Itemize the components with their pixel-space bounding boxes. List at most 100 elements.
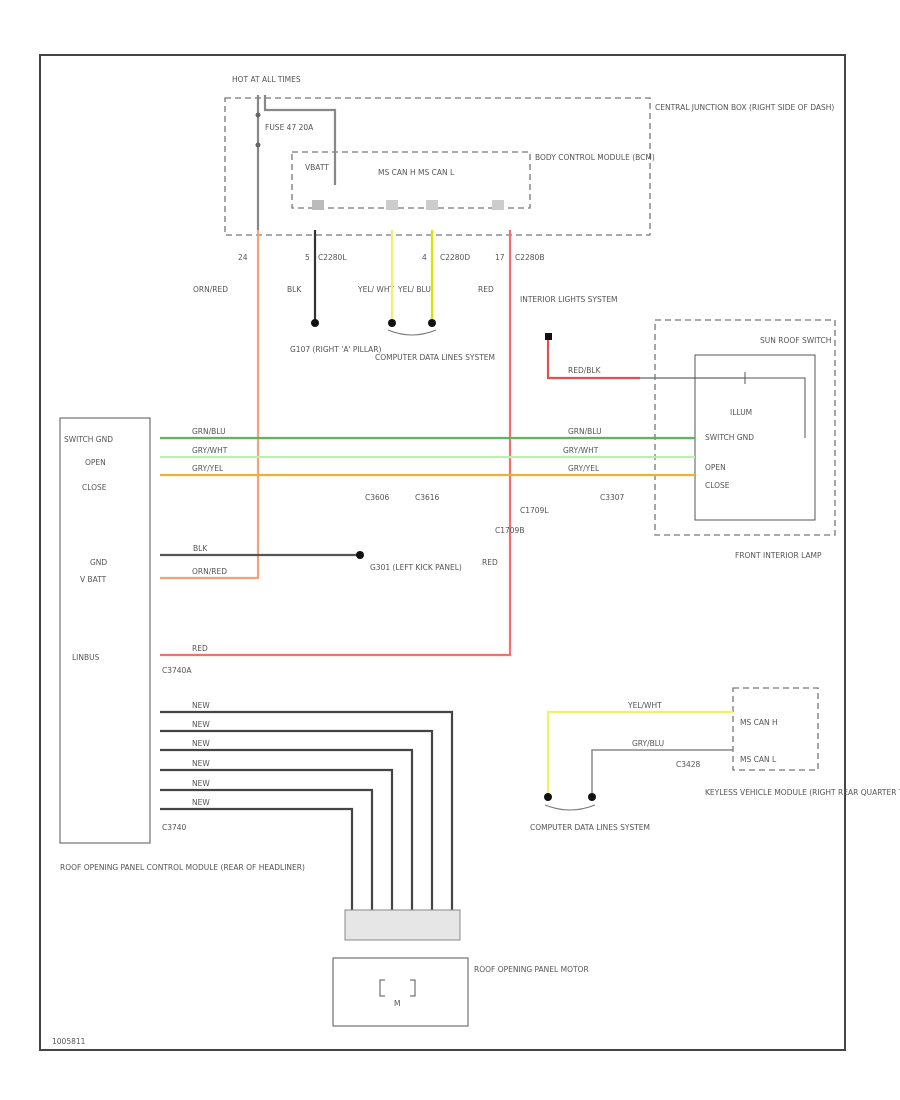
fuse-dot bbox=[255, 112, 261, 118]
wire-gry-yel-label-right: GRY/YEL bbox=[568, 464, 600, 473]
wire-gry-yel-label: GRY/YEL bbox=[192, 464, 224, 473]
c2280b-label: C2280B bbox=[515, 253, 544, 262]
c3606-label: C3606 bbox=[365, 493, 390, 502]
motor-wire-2 bbox=[160, 729, 434, 910]
keyless-can-l-dot bbox=[588, 793, 596, 801]
g301-label: G301 (LEFT KICK PANEL) bbox=[370, 563, 462, 572]
wire-yel-wht-lower-label: YEL/WHT bbox=[627, 701, 662, 710]
motor-wire-label-1: NEW bbox=[192, 701, 210, 710]
motor-wire-label-2: NEW bbox=[192, 720, 210, 729]
roof-motor-box bbox=[332, 957, 469, 1027]
pin-5-label: 5 bbox=[305, 253, 310, 262]
linbus-label: LINBUS bbox=[72, 653, 100, 662]
wire-yel-blu-upper: YEL/ BLU bbox=[397, 285, 431, 294]
pin-17-label: 17 bbox=[495, 253, 505, 262]
bcm-pin-lin bbox=[492, 200, 504, 210]
wire-org-red-mid-label: ORN/RED bbox=[192, 567, 227, 576]
motor-symbol bbox=[379, 979, 416, 997]
wire-red-blk-label: RED/BLK bbox=[568, 366, 602, 375]
c1709l-label: C1709L bbox=[520, 506, 549, 515]
motor-wire-4 bbox=[160, 768, 394, 910]
keyless-module-box bbox=[732, 687, 819, 771]
pin-24-label: 24 bbox=[238, 253, 248, 262]
wire-grn-blu-label: GRN/BLU bbox=[192, 427, 226, 436]
red-linbus-wire bbox=[160, 230, 512, 657]
illum-label: ILLUM bbox=[730, 408, 752, 417]
bcm-pin-blk bbox=[312, 200, 324, 210]
motor-connector bbox=[344, 909, 461, 941]
keyless-can-h-dot bbox=[544, 793, 552, 801]
c3740-label: C3740 bbox=[162, 823, 187, 832]
central-junction-box-label: CENTRAL JUNCTION BOX (RIGHT SIDE OF DASH… bbox=[655, 103, 834, 112]
bcm-label: BODY CONTROL MODULE (BCM) bbox=[535, 153, 655, 162]
keyless-ms-can-h-label: MS CAN H bbox=[740, 718, 778, 727]
wire-gry-wht-label-right: GRY/WHT bbox=[563, 446, 599, 455]
wire-red-upper: RED bbox=[478, 285, 494, 294]
motor-wire-1 bbox=[160, 710, 454, 910]
gry-blu-lower-wire bbox=[591, 749, 733, 795]
can-l-dot bbox=[428, 319, 436, 327]
pin-4-label: 4 bbox=[422, 253, 427, 262]
motor-wire-label-4: NEW bbox=[192, 759, 210, 768]
v-batt-label: V BATT bbox=[80, 575, 107, 584]
switch-gnd-right-label: SWITCH GND bbox=[705, 433, 754, 442]
hot-at-all-times-label: HOT AT ALL TIMES bbox=[232, 75, 301, 84]
bcm-box bbox=[291, 151, 531, 209]
computer-data-brace-2 bbox=[544, 804, 596, 811]
ms-can-h-label: MS CAN H bbox=[378, 168, 416, 177]
fuse-dot-2 bbox=[255, 142, 261, 148]
wire-yel-wht-upper: YEL/ WHT bbox=[357, 285, 394, 294]
motor-wire-label-6: NEW bbox=[192, 798, 210, 807]
c3740a-label: C3740A bbox=[162, 666, 192, 675]
motor-wire-label-5: NEW bbox=[192, 779, 210, 788]
c3428-label: C3428 bbox=[676, 760, 701, 769]
wire-red-mid-label: RED bbox=[482, 558, 498, 567]
bcm-pin-can-h bbox=[386, 200, 398, 210]
g107-ground-dot bbox=[311, 319, 319, 327]
motor-wire-label-3: NEW bbox=[192, 739, 210, 748]
c2280d-label: C2280D bbox=[440, 253, 470, 262]
ms-can-l-label: MS CAN L bbox=[418, 168, 455, 177]
c3307-label: C3307 bbox=[600, 493, 625, 502]
fuse-label: FUSE 47 20A bbox=[265, 123, 314, 132]
diagram-frame bbox=[39, 54, 846, 1051]
wire-grn-blu-label-right: GRN/BLU bbox=[568, 427, 602, 436]
switch-gnd-left-label: SWITCH GND bbox=[64, 435, 113, 444]
illum-loop bbox=[744, 372, 806, 438]
close-left-label: CLOSE bbox=[82, 483, 107, 492]
motor-wire-5 bbox=[160, 788, 374, 910]
sunroof-switch-label: SUN ROOF SWITCH bbox=[760, 336, 831, 345]
computer-data-lines-2-label: COMPUTER DATA LINES SYSTEM bbox=[530, 823, 650, 832]
wire-org-red-upper: ORN/RED bbox=[193, 285, 228, 294]
open-left-label: OPEN bbox=[85, 458, 106, 467]
motor-m-label: M bbox=[394, 999, 400, 1008]
roof-motor-label: ROOF OPENING PANEL MOTOR bbox=[474, 965, 589, 974]
computer-data-brace bbox=[387, 329, 437, 336]
bcm-pin-can-l bbox=[426, 200, 438, 210]
computer-data-lines-1-label: COMPUTER DATA LINES SYSTEM bbox=[375, 353, 495, 362]
interior-lights-connector bbox=[545, 333, 552, 340]
roof-module-label: ROOF OPENING PANEL CONTROL MODULE (REAR … bbox=[60, 863, 305, 872]
wire-gry-blu-lower-label: GRY/BLU bbox=[632, 739, 664, 748]
wire-blk-mid-label: BLK bbox=[193, 544, 208, 553]
close-right-label: CLOSE bbox=[705, 481, 730, 490]
interior-lights-label: INTERIOR LIGHTS SYSTEM bbox=[520, 295, 618, 304]
yel-wht-lower-wire bbox=[546, 710, 733, 795]
g107-label: G107 (RIGHT 'A' PILLAR) bbox=[290, 345, 382, 354]
front-interior-lamp-box bbox=[654, 319, 836, 536]
wire-red-lin-label: RED bbox=[192, 644, 208, 653]
open-right-label: OPEN bbox=[705, 463, 726, 472]
red-blk-wire bbox=[546, 340, 640, 380]
keyless-module-label: KEYLESS VEHICLE MODULE (RIGHT REAR QUART… bbox=[705, 788, 900, 797]
org-red-vbatt-wire bbox=[160, 230, 260, 580]
keyless-ms-can-l-label: MS CAN L bbox=[740, 755, 777, 764]
diagram-id: 1005811 bbox=[52, 1037, 86, 1046]
roof-module-box bbox=[59, 417, 151, 844]
wire-blk-upper: BLK bbox=[287, 285, 302, 294]
motor-wire-6 bbox=[160, 807, 354, 910]
c3616-label: C3616 bbox=[415, 493, 440, 502]
gnd-label: GND bbox=[90, 558, 107, 567]
motor-wire-3 bbox=[160, 748, 414, 910]
front-interior-lamp-label: FRONT INTERIOR LAMP bbox=[735, 551, 822, 560]
